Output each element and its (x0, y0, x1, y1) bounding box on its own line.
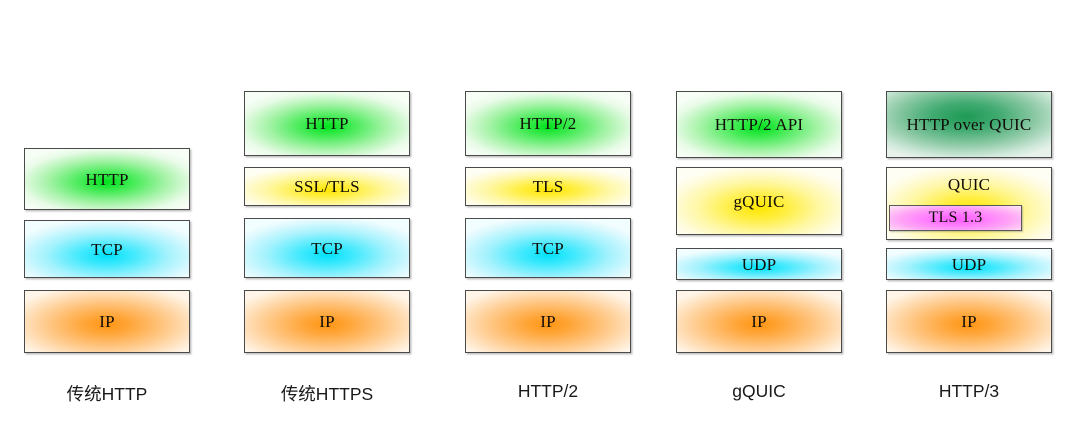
layer-box-udp: UDP (886, 248, 1052, 280)
layer-box-tcp: TCP (244, 218, 410, 278)
layer-label-http2: HTTP/2 (519, 114, 577, 133)
layer-label-http-over-quic: HTTP over QUIC (906, 115, 1032, 134)
layer-box-ip: IP (886, 290, 1052, 353)
stack-column-http2: HTTP/2 TLS TCP IP HTTP/2 (465, 0, 631, 432)
layer-label-http: HTTP (85, 169, 129, 189)
stack-column-gquic: HTTP/2 API gQUIC UDP IP gQUIC (676, 0, 842, 432)
stack-column-legacy-https: HTTP SSL/TLS TCP IP 传统HTTPS (244, 0, 410, 432)
layer-label-ip: IP (99, 312, 115, 331)
layer-box-ip: IP (676, 290, 842, 353)
layer-box-ip: IP (465, 290, 631, 353)
stack-caption-http2: HTTP/2 (517, 381, 579, 401)
layer-box-ip: IP (24, 290, 190, 353)
layer-label-ip: IP (319, 312, 335, 331)
layer-box-http2-api: HTTP/2 API (676, 91, 842, 158)
layer-label-tcp: TCP (91, 239, 123, 259)
layer-label-gquic: gQUIC (733, 191, 785, 211)
layer-box-http2: HTTP/2 (465, 91, 631, 156)
layer-label-ssl-tls: SSL/TLS (294, 177, 360, 196)
layer-box-http: HTTP (244, 91, 410, 156)
layer-label-http: HTTP (305, 114, 349, 133)
layer-box-tcp: TCP (24, 220, 190, 278)
layer-label-ip: IP (961, 312, 977, 331)
layer-label-tcp: TCP (311, 238, 343, 258)
stack-caption-legacy-https: 传统HTTPS (280, 384, 374, 404)
stack-column-http3: HTTP over QUIC QUIC UDP IP HTTP/3 (886, 0, 1052, 432)
layer-label-quic: QUIC (947, 175, 991, 194)
layer-label-tls13: TLS 1.3 (928, 209, 983, 226)
layer-box-ip: IP (244, 290, 410, 353)
layer-label-udp: UDP (951, 254, 987, 274)
layer-box-http: HTTP (24, 148, 190, 210)
layer-box-gquic: gQUIC (676, 167, 842, 235)
layer-box-tls13: TLS 1.3 (889, 205, 1022, 231)
stack-column-legacy-http: HTTP TCP IP 传统HTTP (24, 0, 190, 432)
layer-label-tcp: TCP (532, 238, 564, 258)
stack-caption-http3: HTTP/3 (938, 381, 1000, 401)
stack-caption-legacy-http: 传统HTTP (66, 384, 148, 404)
layer-label-tls: TLS (532, 177, 564, 196)
layer-box-tcp: TCP (465, 218, 631, 278)
layer-label-ip: IP (751, 312, 767, 331)
layer-box-tls: TLS (465, 167, 631, 206)
layer-label-udp: UDP (741, 254, 777, 274)
stack-caption-gquic: gQUIC (732, 381, 786, 401)
layer-label-ip: IP (540, 312, 556, 331)
layer-box-udp: UDP (676, 248, 842, 280)
layer-box-ssl-tls: SSL/TLS (244, 167, 410, 206)
layer-label-http2-api: HTTP/2 API (714, 115, 804, 134)
layer-box-http-over-quic: HTTP over QUIC (886, 91, 1052, 158)
